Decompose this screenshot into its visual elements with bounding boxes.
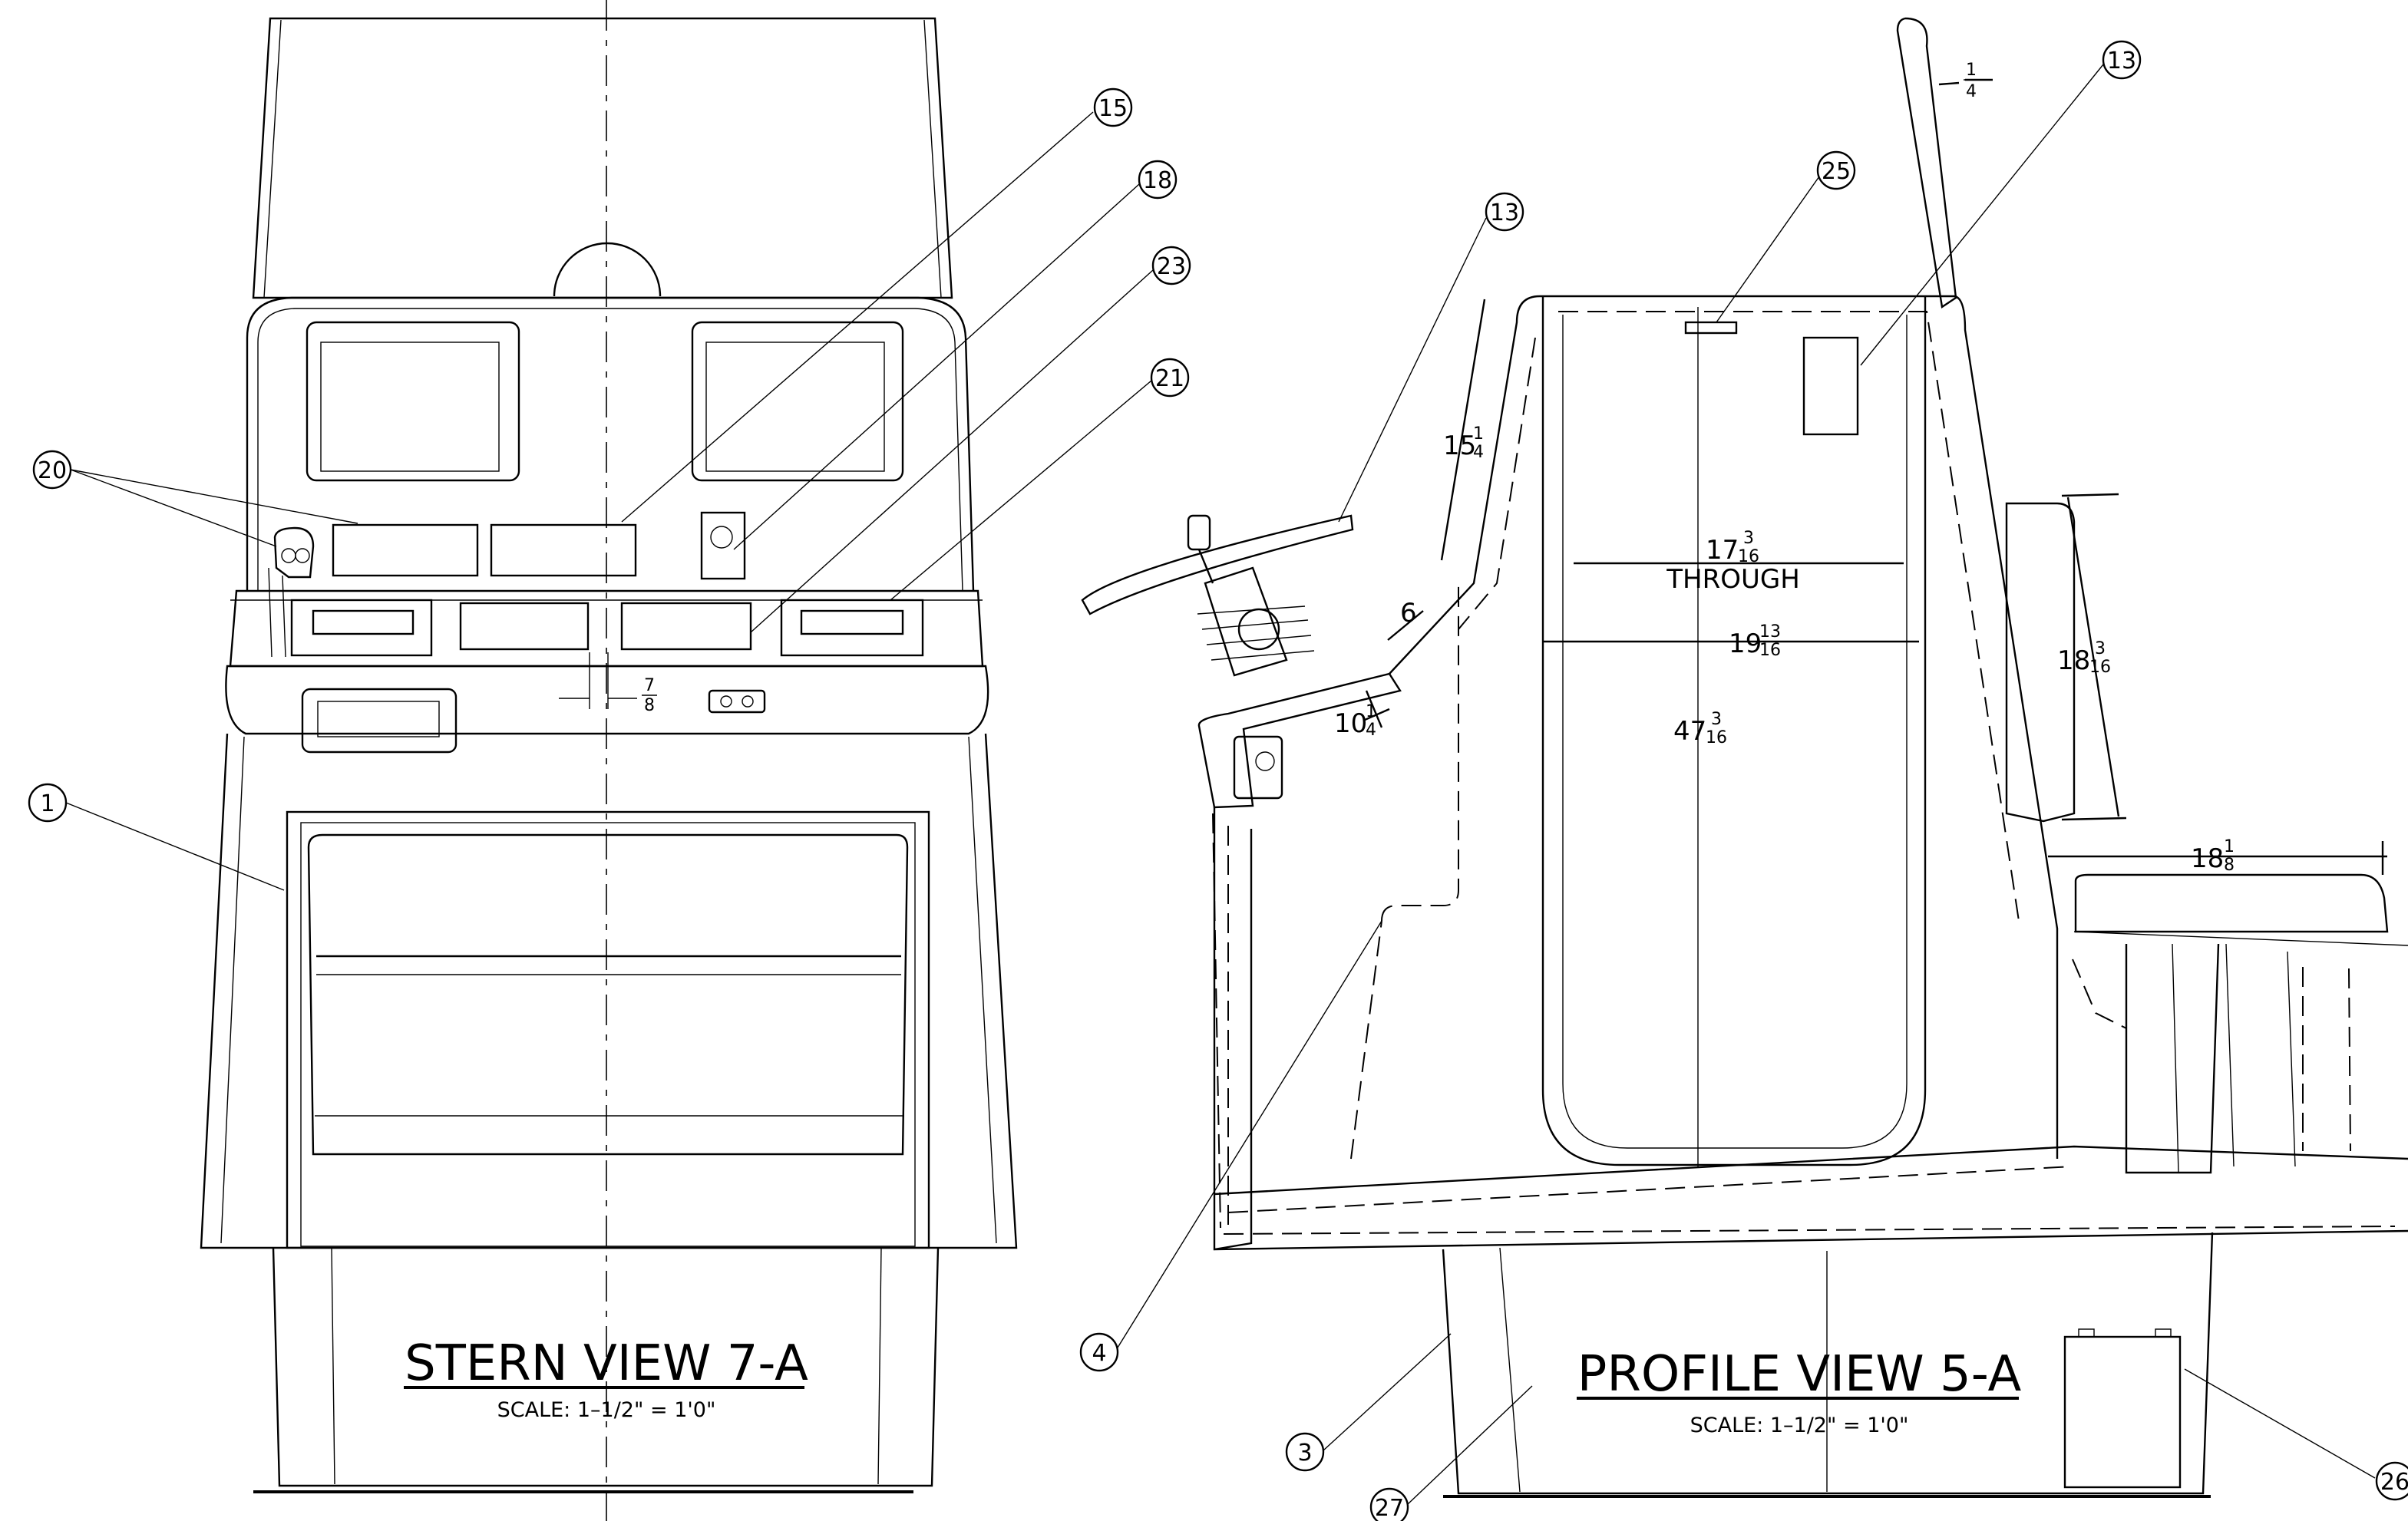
dim-15-num: 1	[1473, 424, 1484, 444]
dim-10-whole: 10	[1334, 708, 1367, 739]
profile-title: PROFILE VIEW 5-A	[1577, 1346, 2022, 1403]
profile-battery	[2063, 1335, 2182, 1489]
dim-17-note: THROUGH	[1666, 564, 1800, 595]
profile-scale: SCALE: 1–1/2" = 1'0"	[1690, 1414, 1909, 1437]
stern-title: STERN VIEW 7-A	[405, 1335, 808, 1392]
dim-6: 6	[1400, 598, 1417, 629]
svg-text:27: 27	[1375, 1495, 1404, 1521]
stern-panel-d	[620, 602, 752, 651]
svg-text:13: 13	[1490, 200, 1519, 226]
dim-7-8-den: 8	[644, 696, 655, 715]
dim-47-whole: 47	[1673, 716, 1706, 747]
callout-20	[32, 450, 72, 490]
stern-switch-left	[290, 599, 433, 657]
dim-18a-den: 16	[2089, 658, 2111, 677]
stern-panel-b	[490, 523, 637, 577]
stern-gauge-18	[700, 511, 746, 580]
profile-deck	[1214, 1145, 2408, 1196]
stern-upper-dash	[246, 296, 975, 592]
stern-dome	[553, 242, 662, 297]
profile-door	[1541, 296, 1927, 1166]
stern-switch-right	[780, 599, 924, 657]
callout-21	[1150, 358, 1190, 398]
dim-19-den: 16	[1759, 641, 1781, 660]
callout-26	[2375, 1461, 2408, 1501]
profile-steering-wheel	[1081, 514, 1354, 800]
callout-3	[1285, 1432, 1325, 1472]
callout-1	[28, 783, 68, 823]
callout-15	[1093, 87, 1133, 127]
stern-handle	[301, 688, 457, 754]
svg-text:3: 3	[1297, 1440, 1312, 1467]
stern-storage-door	[286, 810, 930, 1249]
stern-scale: SCALE: 1–1/2" = 1'0"	[497, 1398, 716, 1422]
dim-47-num: 3	[1711, 710, 1722, 729]
profile-seat-back	[2005, 502, 2076, 823]
dim-17-num: 3	[1743, 529, 1754, 548]
dim-19-num: 13	[1759, 622, 1781, 642]
stern-rail	[225, 665, 989, 735]
profile-front-body	[1213, 807, 1253, 1251]
dim-7-8-num: 7	[644, 676, 655, 695]
dim-1-4-num: 1	[1966, 61, 1977, 80]
svg-text:23: 23	[1157, 253, 1186, 280]
stern-microphone	[273, 526, 315, 579]
dim-1-4-den: 4	[1966, 82, 1977, 101]
svg-text:4: 4	[1092, 1340, 1106, 1367]
stern-panel-c	[459, 602, 590, 651]
stern-display-left	[306, 321, 520, 482]
svg-text:25: 25	[1822, 158, 1851, 185]
dim-47-den: 16	[1706, 728, 1727, 747]
dim-18a-num: 3	[2095, 639, 2106, 658]
callout-25	[1816, 150, 1856, 190]
dim-10-den: 4	[1366, 721, 1376, 740]
dim-18b-whole: 18	[2191, 843, 2224, 874]
svg-text:26: 26	[2380, 1469, 2408, 1496]
profile-base	[1442, 1232, 2214, 1495]
profile-helm-panel	[1197, 672, 1402, 809]
dim-18b-den: 8	[2224, 856, 2235, 875]
callout-4	[1079, 1332, 1119, 1372]
dim-15-whole: 15	[1443, 431, 1476, 461]
stern-view: STERN VIEW 7-A SCALE: 1–1/2" = 1'0" 7 8	[200, 0, 1018, 1521]
stern-windshield	[252, 17, 953, 299]
svg-text:20: 20	[38, 457, 67, 484]
stern-key	[708, 689, 766, 714]
profile-housing	[1540, 295, 2059, 1159]
svg-text:1: 1	[40, 790, 55, 817]
dim-18a-whole: 18	[2057, 645, 2090, 676]
stern-panel-a	[332, 523, 479, 577]
profile-seat-base	[2125, 943, 2220, 1174]
dim-18b-num: 1	[2224, 837, 2235, 856]
stern-display-right	[691, 321, 904, 482]
svg-text:15: 15	[1098, 95, 1128, 122]
dim-19-whole: 19	[1729, 629, 1762, 659]
callout-18	[1138, 160, 1178, 200]
profile-windshield-post	[1896, 17, 1957, 309]
callout-27	[1369, 1487, 1409, 1521]
stern-base	[272, 1247, 940, 1487]
profile-seat	[2074, 873, 2389, 933]
profile-view: PROFILE VIEW 5-A SCALE: 1–1/2" = 1'0"	[1081, 17, 2408, 1498]
svg-text:13: 13	[2107, 48, 2136, 74]
svg-text:18: 18	[1143, 167, 1172, 194]
dim-15-den: 4	[1473, 443, 1484, 462]
svg-text:21: 21	[1155, 365, 1184, 392]
dim-17-den: 16	[1738, 547, 1759, 566]
dim-10-num: 1	[1366, 702, 1376, 721]
callout-13a	[1485, 192, 1524, 232]
callouts: 15 18 23 21 20 1 13 13 25	[28, 40, 2408, 1521]
dim-17-whole: 17	[1706, 535, 1739, 566]
callout-13b	[2102, 40, 2142, 80]
callout-23	[1151, 246, 1191, 285]
stern-body	[200, 733, 1018, 1249]
